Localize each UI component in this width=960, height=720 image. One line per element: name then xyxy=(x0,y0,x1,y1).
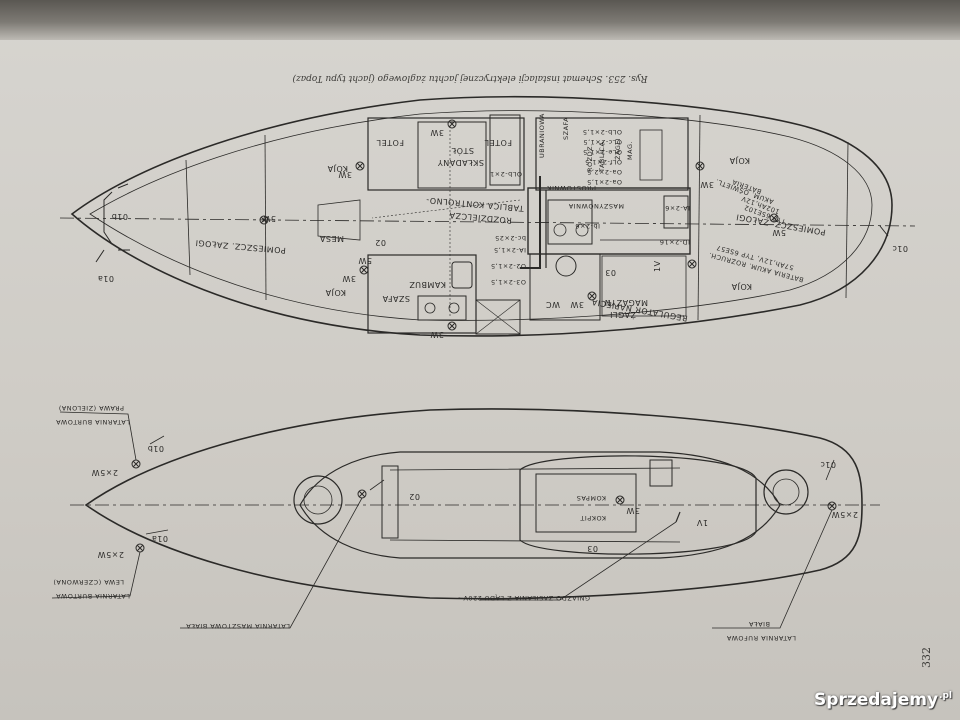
label-pomieszczenie-zalogi: POMIESZCZ. ZAŁOGI xyxy=(195,238,286,255)
label-circuit: 03 xyxy=(605,268,616,277)
label-power: 3W xyxy=(342,274,356,283)
label-circuit: 01c xyxy=(892,244,908,253)
label-fotel: FOTEL xyxy=(484,138,512,147)
label-cable: ID-2×16 xyxy=(659,238,690,246)
label-wc: WC xyxy=(546,300,561,309)
top-hull-outline xyxy=(70,96,893,337)
label-circuit: 1V xyxy=(696,518,708,527)
bottom-hull-outline xyxy=(84,408,863,600)
label-cable: Oa-2×1,5 xyxy=(587,178,622,186)
label-latarnia-burtowa: LATARNIA BURTOWA xyxy=(56,592,130,600)
label-power: 5W xyxy=(772,228,786,237)
label-koja: KOJA xyxy=(731,282,752,291)
label-rozdz: ROZDZ. xyxy=(586,143,594,172)
bottom-lamp-symbols xyxy=(131,459,837,553)
label-circuit: 01a xyxy=(151,534,168,543)
label-szafa: SZAFA xyxy=(562,117,570,140)
label-circuit: 03 xyxy=(587,544,598,553)
label-power: 3W xyxy=(338,170,352,179)
label-skladany: SKŁADANY xyxy=(437,158,484,167)
label-cable: IA-2×1,5 xyxy=(494,246,527,254)
label-cable: OLf-2×1,5 xyxy=(585,158,622,166)
label-circuit: 02 xyxy=(409,492,420,501)
label-lewa-czerwona: LEWA (CZERWONA) xyxy=(53,578,124,586)
label-biala: BIAŁA xyxy=(749,620,770,628)
label-circuit: 01a xyxy=(97,274,114,283)
watermark-suffix: .pl xyxy=(939,691,952,702)
label-circuit: 01b xyxy=(111,212,128,221)
figure-caption: Rys. 253. Schemat instalacji elektryczne… xyxy=(292,73,648,84)
label-prostownik: PROSTOWNIK xyxy=(547,184,596,192)
label-latarnia-masztowa: LATARNIA MASZTOWA BIAŁA xyxy=(186,622,290,630)
label-circuit: 02 xyxy=(375,238,386,247)
label-gniazdo-zasilania: GNIAZDO ZASILANIA Z LĄDU 220V~ xyxy=(457,594,590,602)
label-kambuz: KAMBUZ xyxy=(409,280,446,289)
label-magazyn: MAGAZYN xyxy=(604,298,648,307)
label-rozdzielcza: ROZDZIELCZA xyxy=(449,211,512,225)
label-power: 3W xyxy=(626,506,640,515)
label-latarnia-burtowa: LATARNIA BURTOWA xyxy=(56,418,130,426)
label-zagli: ŻAGLI xyxy=(610,310,636,320)
label-circuit: 1V xyxy=(653,260,662,272)
label-power: 2×5W xyxy=(831,510,858,519)
label-power: 5W xyxy=(358,256,372,265)
label-cable: OLe-2×1,5 xyxy=(583,148,622,156)
label-power: 3W xyxy=(700,180,714,189)
label-prawa-zielona: PRAWA (ZIELONA) xyxy=(58,404,124,412)
label-circuit: 01b xyxy=(147,444,164,453)
label-maszynownia: MASZYNOWNIA xyxy=(568,202,624,210)
book-page xyxy=(0,28,960,720)
label-cable: bc-2×25 xyxy=(495,234,526,242)
label-cable: Ib-2×6 xyxy=(575,222,600,230)
label-mag: MAG. xyxy=(626,141,634,160)
label-koja: KOJA xyxy=(327,164,348,173)
label-zagli: ŻAGLI xyxy=(613,138,622,160)
label-szafa: SZAFA xyxy=(382,294,410,303)
label-fotel: FOTEL xyxy=(376,138,404,147)
top-plan xyxy=(59,96,916,337)
lamp-symbols xyxy=(259,119,779,331)
label-koja: KOJA xyxy=(325,288,346,297)
label-latarnia-rufowa: LATARNIA RUFOWA xyxy=(726,634,796,642)
top-hull-inner xyxy=(89,110,873,321)
label-stol: STÓŁ xyxy=(451,146,474,157)
label-power: 5W xyxy=(262,214,276,223)
label-ubraniowa: UBRANIOWA xyxy=(538,113,546,158)
page-number: 332 xyxy=(920,647,933,668)
label-cable: OLb-2×1 xyxy=(490,170,522,178)
label-power: 3W xyxy=(430,128,444,137)
label-tablica-kontrolna: TABLICA KONTROLNO- xyxy=(425,195,525,213)
label-power: 2×5W xyxy=(97,550,124,559)
label-tablica: TABLICA xyxy=(598,142,606,173)
label-cable: O3-2×1,5 xyxy=(490,278,526,286)
label-cable: OLc-2×1,5 xyxy=(583,138,622,146)
label-cable: OLb-2×1,5 xyxy=(582,128,622,136)
watermark: Sprzedajemy.pl xyxy=(814,690,952,710)
bottom-plan xyxy=(51,408,880,629)
label-cable: IA-2×6 xyxy=(665,204,690,212)
label-mesa: MESA xyxy=(319,234,344,243)
label-power: 2×5W xyxy=(91,468,118,477)
page-shadow xyxy=(0,0,960,40)
top-plan-labels: KOJA KOJA KOJA KOJA POMIESZCZ. ZAŁOGI PO… xyxy=(97,113,908,339)
bottom-plan-labels: LATARNIA BURTOWA PRAWA (ZIELONA) LATARNI… xyxy=(53,404,858,642)
label-koja: KOJA xyxy=(729,156,750,165)
label-cable: Oa-2×2,5 xyxy=(587,168,622,176)
label-power: 3W xyxy=(570,300,584,309)
label-cable: O2-2×1,5 xyxy=(490,262,526,270)
label-kokpit: KOKPIT xyxy=(580,514,606,522)
label-circuit: 01c xyxy=(820,460,836,469)
label-power: 3W xyxy=(430,330,444,339)
label-kompas: KOMPAS xyxy=(576,494,606,502)
watermark-text: Sprzedajemy xyxy=(814,690,939,710)
top-centerline xyxy=(59,217,916,227)
